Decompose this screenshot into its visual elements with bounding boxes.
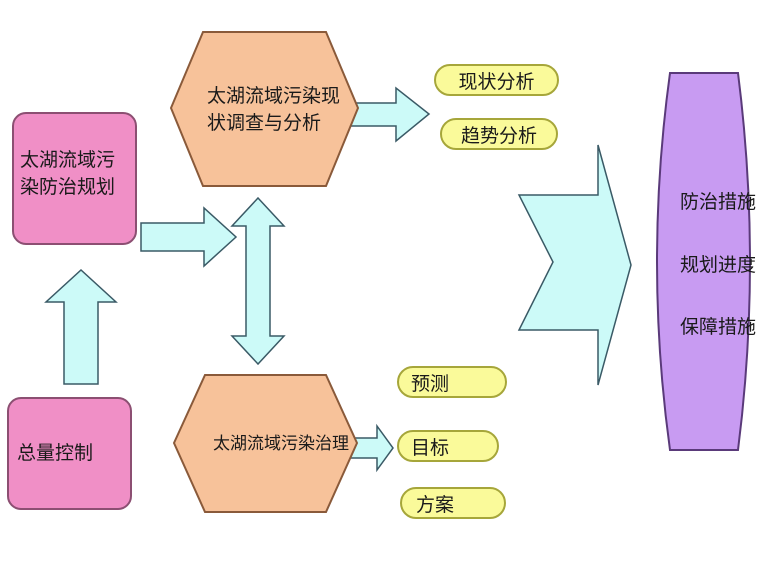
arrow-right-plan	[140, 206, 238, 268]
pill-current-analysis: 现状分析	[434, 64, 559, 96]
hexagon-survey	[169, 31, 360, 187]
pill-scheme: 方案	[400, 487, 506, 519]
pill-forecast: 预测	[397, 366, 507, 398]
arrow-up	[44, 268, 118, 385]
arrow-double-vertical	[230, 196, 286, 366]
arrow-right-survey	[343, 86, 431, 143]
outcome-panel	[656, 72, 751, 451]
outcome-guarantee: 保障措施	[680, 316, 757, 338]
hexagon-governance	[172, 374, 359, 513]
pill-target: 目标	[397, 430, 499, 462]
outcome-measures: 防治措施	[680, 191, 757, 213]
arrow-chevron-big	[517, 144, 632, 386]
arrow-right-governance	[349, 423, 394, 473]
hexagon-governance-label: 太湖流域污染治理	[213, 434, 349, 454]
box-plan	[12, 112, 137, 245]
box-plan-label: 太湖流域污染防治规划	[20, 149, 116, 198]
box-total-control-label: 总量控制	[17, 442, 94, 464]
box-total-control	[7, 397, 132, 510]
outcome-progress: 规划进度	[680, 254, 757, 276]
pill-trend-analysis: 趋势分析	[440, 118, 558, 150]
hexagon-survey-label: 太湖流域污染现状调查与分析	[207, 85, 341, 134]
